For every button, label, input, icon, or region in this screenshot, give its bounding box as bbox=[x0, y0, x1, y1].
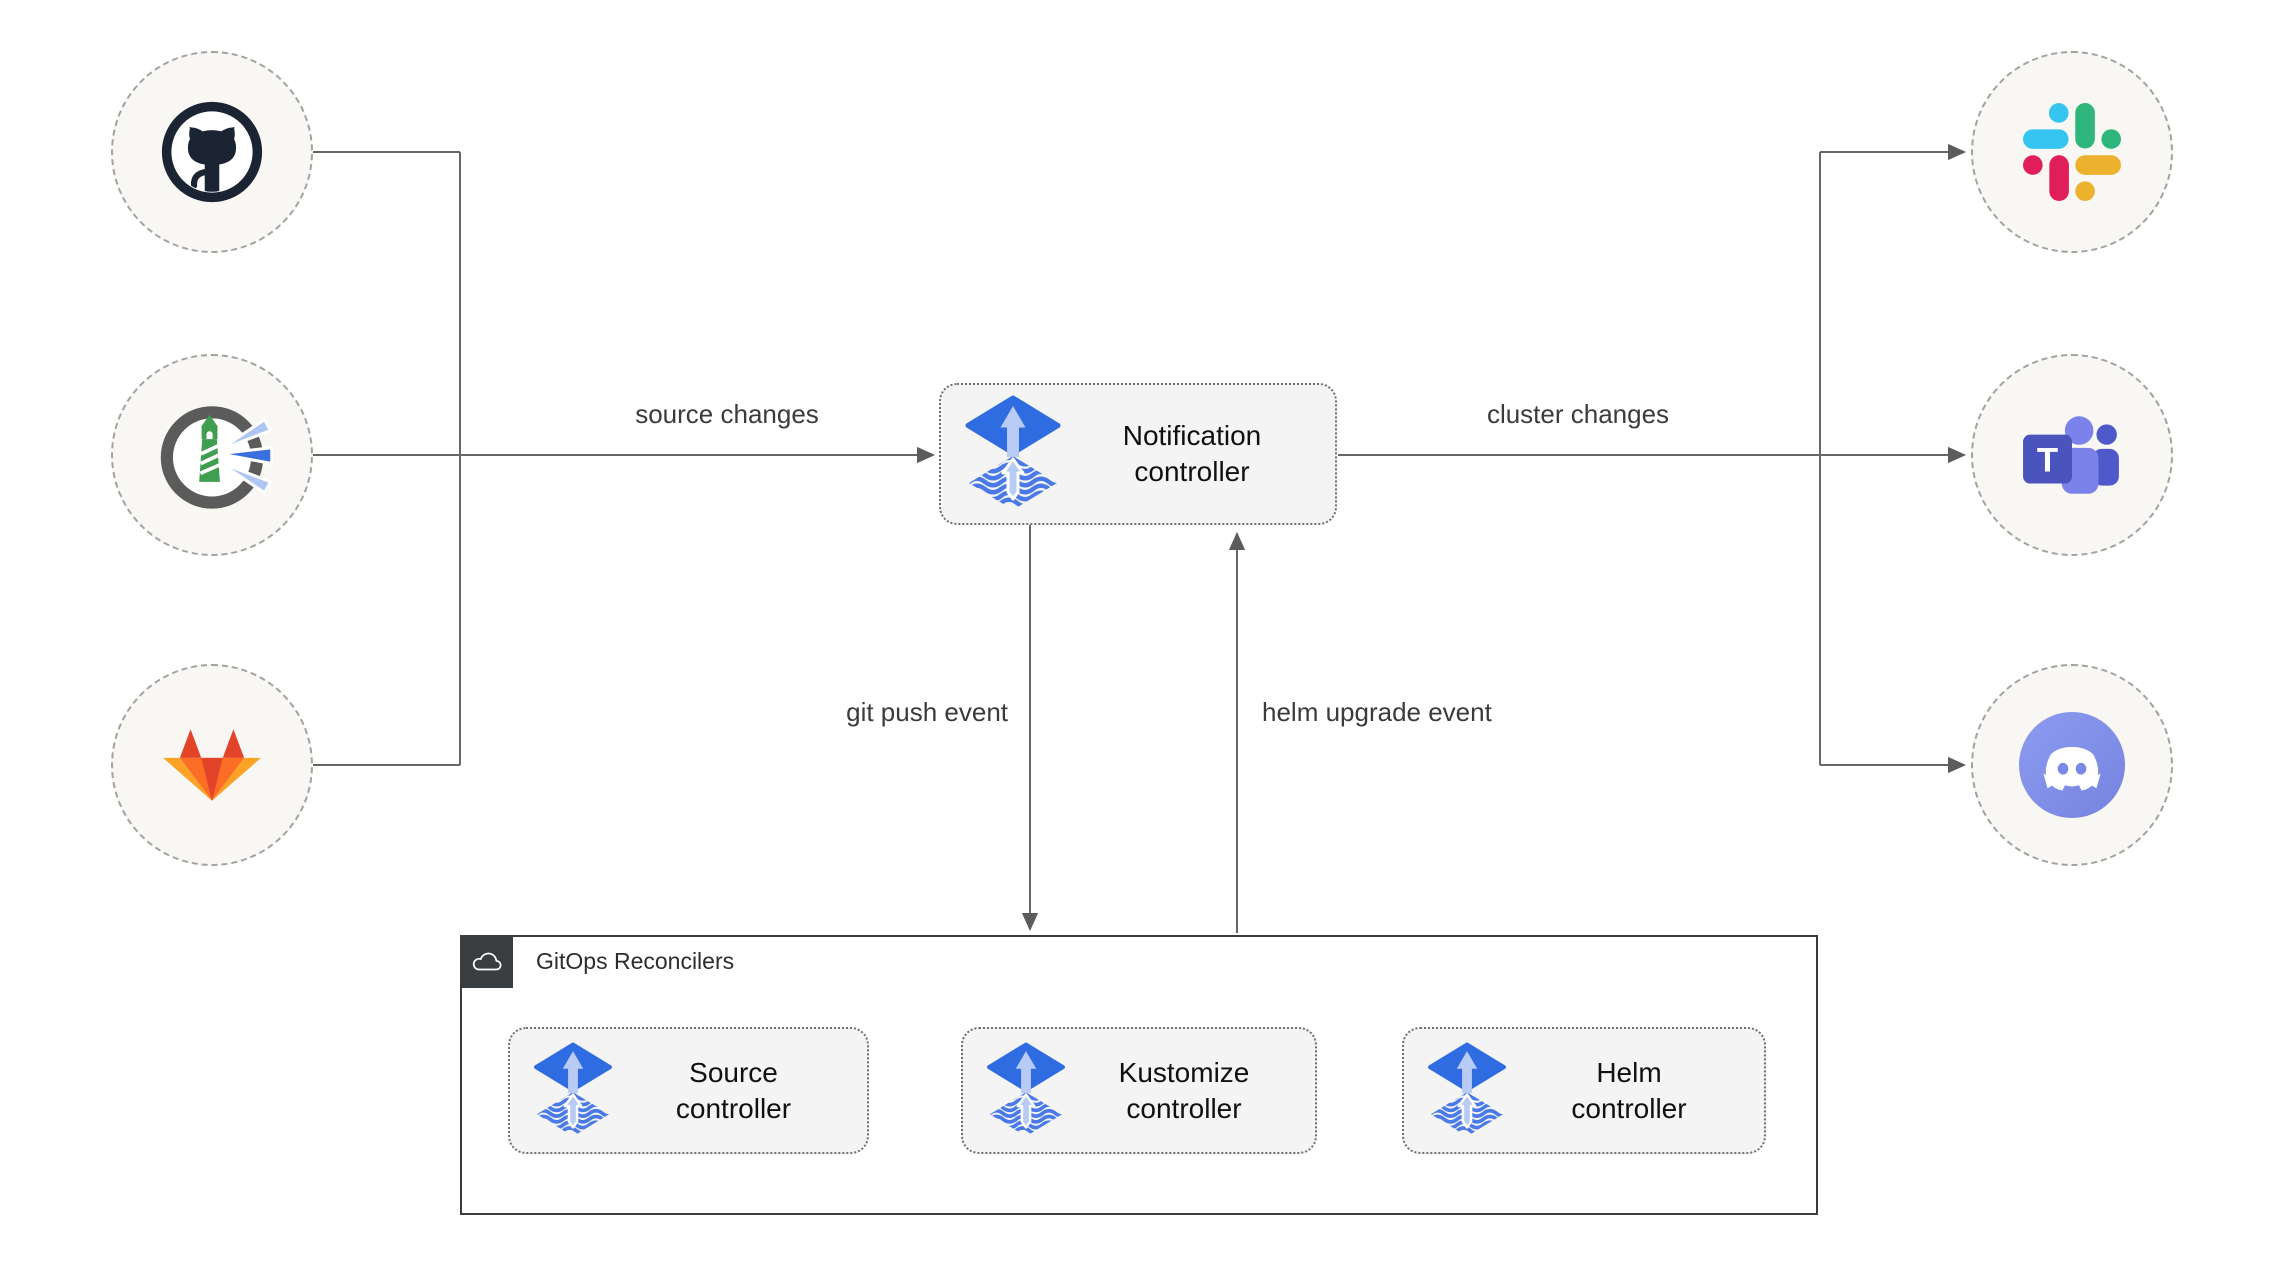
node-label-line1: Source bbox=[689, 1056, 778, 1088]
endpoint-gitlab bbox=[111, 664, 313, 866]
node-label: Source controller bbox=[622, 1055, 845, 1127]
node-helm-controller: Helm controller bbox=[1402, 1027, 1766, 1154]
gitops-tab bbox=[460, 935, 513, 988]
github-icon bbox=[156, 96, 268, 208]
flux-icon bbox=[985, 1042, 1067, 1139]
harbor-icon bbox=[151, 394, 273, 516]
flux-icon bbox=[1426, 1042, 1508, 1139]
flux-icon bbox=[532, 1042, 614, 1139]
node-kustomize-controller: Kustomize controller bbox=[961, 1027, 1317, 1154]
node-notification-controller: Notification controller bbox=[939, 383, 1337, 525]
node-source-controller: Source controller bbox=[508, 1027, 869, 1154]
endpoint-teams bbox=[1971, 354, 2173, 556]
discord-icon bbox=[2019, 712, 2125, 818]
endpoint-slack bbox=[1971, 51, 2173, 253]
flux-icon bbox=[963, 395, 1063, 513]
node-label-line1: Notification bbox=[1122, 420, 1262, 452]
edge-label-cluster-changes: cluster changes bbox=[1486, 399, 1670, 429]
node-label: Notification controller bbox=[1071, 418, 1313, 490]
node-label-line1: Helm bbox=[1596, 1056, 1662, 1088]
node-label: Kustomize controller bbox=[1075, 1055, 1293, 1127]
gitlab-icon bbox=[161, 725, 263, 805]
endpoint-harbor bbox=[111, 354, 313, 556]
node-label-line2: controller bbox=[1134, 456, 1250, 487]
edge-label-helm-upgrade: helm upgrade event bbox=[1262, 697, 1492, 727]
cloud-icon bbox=[471, 950, 503, 973]
edge-label-source-changes: source changes bbox=[635, 399, 819, 429]
endpoint-discord bbox=[1971, 664, 2173, 866]
slack-icon bbox=[2023, 103, 2121, 201]
edge-label-git-push: git push event bbox=[846, 697, 1008, 727]
node-label-line1: Kustomize bbox=[1118, 1056, 1250, 1088]
node-label: Helm controller bbox=[1516, 1055, 1742, 1127]
node-label-line2: controller bbox=[1571, 1092, 1687, 1124]
gitops-title: GitOps Reconcilers bbox=[536, 948, 735, 974]
node-label-line2: controller bbox=[675, 1092, 792, 1124]
node-label-line2: controller bbox=[1126, 1092, 1242, 1124]
endpoint-github bbox=[111, 51, 313, 253]
teams-icon bbox=[2021, 404, 2123, 506]
